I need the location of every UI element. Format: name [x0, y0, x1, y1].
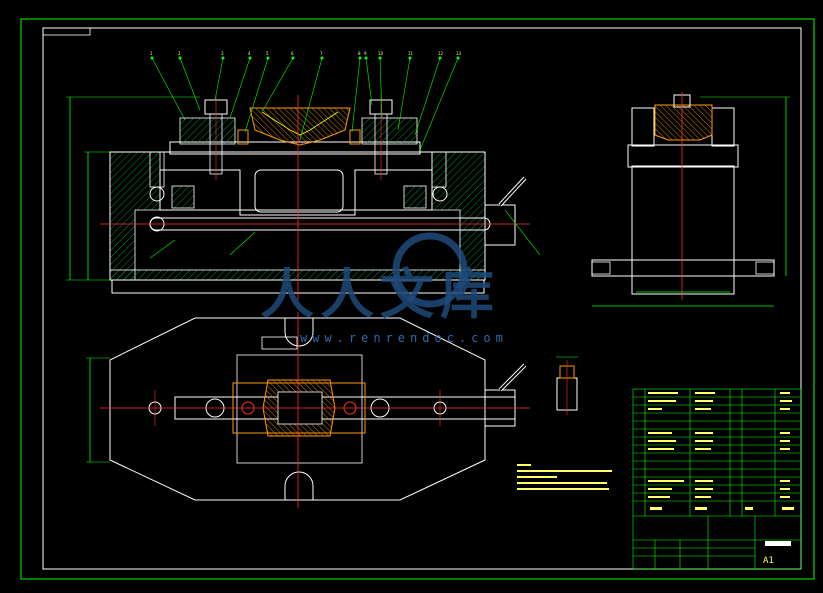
sheet-size-label: A1: [763, 556, 774, 566]
side-clamp: [631, 107, 655, 147]
balloon-number: 3: [221, 51, 224, 56]
top-slot-lower: [284, 471, 314, 500]
side-foot-left: [591, 261, 611, 275]
right-roller: [432, 186, 448, 202]
left-clamp-block: [179, 117, 236, 145]
balloon-number: 12: [438, 51, 444, 56]
balloon-number: 8: [358, 51, 361, 56]
side-base: [591, 259, 775, 277]
watermark-url: www.renrendoc.com: [300, 331, 508, 345]
top-slot-upper: [284, 318, 314, 347]
watermark-ring: [392, 232, 468, 308]
title-block-name-bar: [765, 541, 791, 546]
side-top-flange: [627, 144, 739, 168]
balloon-number: 2: [178, 51, 181, 56]
left-roller: [149, 186, 165, 202]
front-base-hatch-left: [109, 151, 161, 281]
front-leaders: [149, 57, 541, 259]
workpiece-section: [249, 107, 351, 146]
right-support: [403, 185, 427, 209]
side-clamp-right: [711, 107, 735, 147]
right-clamp-block: [361, 117, 418, 145]
top-outline: [109, 317, 486, 501]
balloon-number: 4: [248, 51, 251, 56]
corner-tag: [42, 27, 91, 36]
front-cavity: [159, 169, 433, 216]
inner-border: [42, 27, 802, 570]
balloon-number: 11: [408, 51, 414, 56]
workpiece-outline: [261, 111, 339, 136]
balloon-number: 1: [150, 51, 153, 56]
balloon-number: 13: [456, 51, 462, 56]
balloon-number: 5: [266, 51, 269, 56]
side-body: [631, 165, 735, 295]
balloon-number: 7: [320, 51, 323, 56]
balloon-number: 6: [291, 51, 294, 56]
top-handle-core: [499, 364, 526, 391]
title-block: [632, 388, 802, 570]
watermark-text: 人人文库: [260, 263, 500, 326]
title-block-row-text: [648, 392, 794, 510]
side-view: [591, 92, 790, 307]
detail-view: [556, 356, 578, 415]
top-view: [86, 312, 530, 508]
front-balloon-marks: [150, 56, 460, 60]
balloon-number: 10: [378, 51, 384, 56]
outer-border: [20, 18, 815, 580]
technical-notes: [517, 464, 612, 490]
front-view: [66, 56, 541, 300]
top-label-plate: [261, 336, 298, 350]
left-support: [171, 185, 195, 209]
left-locating-pin: [237, 129, 249, 145]
side-workpiece: [654, 104, 713, 141]
top-inner-frame: [236, 354, 363, 464]
balloon-number: 9: [364, 51, 367, 56]
front-center-block: [254, 169, 344, 213]
right-locating-pin: [349, 129, 361, 145]
handle-lever-core: [499, 177, 526, 206]
side-foot-right: [755, 261, 775, 275]
